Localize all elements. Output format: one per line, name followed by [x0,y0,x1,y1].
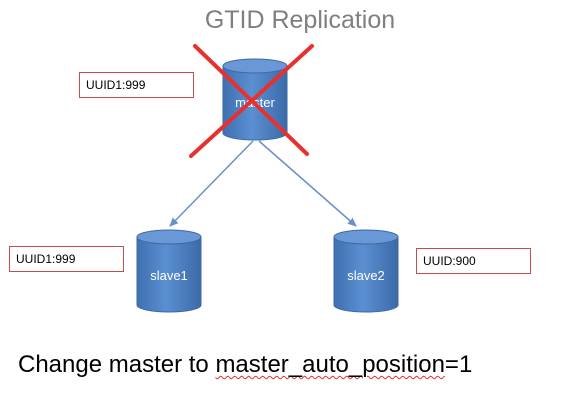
diagram-title: GTID Replication [204,6,396,34]
slave1-database-icon: slave1 [136,229,202,313]
slave2-gtid-box: UUID:900 [416,248,531,274]
slave1-label: slave1 [150,268,188,283]
arrow-master-to-slave1 [169,140,254,227]
command-prefix: Change master to [18,351,216,378]
slave2-label: slave2 [347,268,385,283]
arrow-master-to-slave2 [258,140,357,227]
command-auto-position: master_auto_position [215,351,445,378]
slave1-gtid-box: UUID1:999 [9,246,124,272]
slave2-database-icon: slave2 [333,229,399,313]
master-failed-cross-icon [189,44,314,158]
command-suffix: =1 [444,351,473,378]
master-gtid-box: UUID1:999 [79,72,194,98]
change-master-command: Change master to master_auto_position=1 [18,351,472,379]
